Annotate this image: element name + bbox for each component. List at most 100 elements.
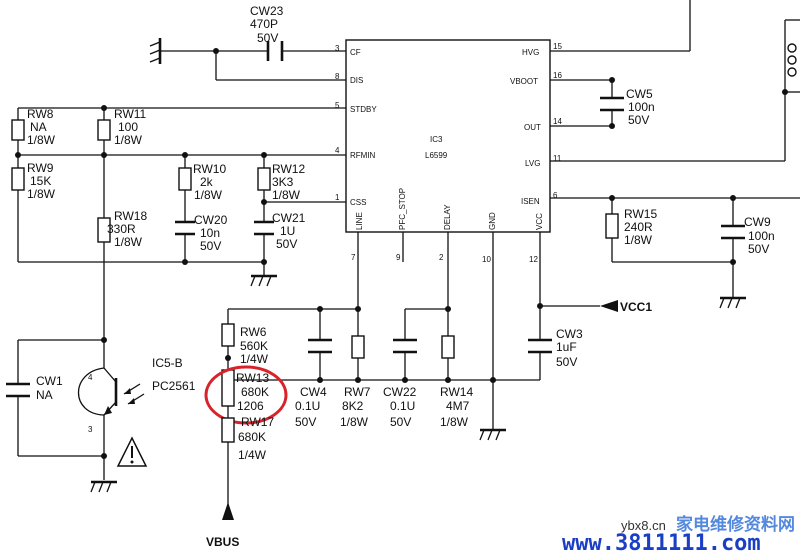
warning-icon: [116, 436, 148, 467]
cw23-rating: 50V: [257, 31, 278, 45]
resistor-rw13: RW13 680K 1206: [221, 369, 269, 413]
pin-cf-num: 3: [335, 44, 340, 53]
vbus-label: VBUS: [206, 535, 239, 549]
cw22-ref: CW22: [383, 385, 417, 399]
rw15-val: 240R: [624, 220, 653, 234]
rw9-val: 15K: [30, 174, 51, 188]
rw17-val: 680K: [238, 430, 266, 444]
cw21-val: 1U: [280, 224, 295, 238]
pin-dis-name: DIS: [350, 76, 363, 85]
rw10-rating: 1/8W: [194, 188, 223, 202]
rw18-rating: 1/8W: [114, 235, 143, 249]
capacitor-cw22: CW22 0.1U 50V: [383, 338, 417, 429]
pin-gnd-name: GND: [488, 212, 497, 230]
rw10-val: 2k: [200, 175, 214, 189]
ic5-ref: IC5-B: [152, 356, 183, 370]
pin-line-num: 7: [351, 253, 356, 262]
pin-stdby-num: 5: [335, 101, 340, 110]
junctions: [15, 48, 788, 459]
pin-rfmin-name: RFMIN: [350, 151, 376, 160]
cw4-ref: CW4: [300, 385, 327, 399]
resistor-rw9: RW9 15K 1/8W: [11, 161, 56, 201]
pin-out-num: 14: [553, 117, 562, 126]
resistor-rw8: RW8 NA 1/8W: [11, 107, 56, 147]
ic3-l6599: IC3 L6599 CF 3 DIS 8 STDBY 5 RFMIN 4 CSS…: [335, 39, 562, 264]
rw8-ref: RW8: [27, 107, 54, 121]
rw6-val: 560K: [240, 339, 268, 353]
cw22-rating: 50V: [390, 415, 411, 429]
resistor-rw12: RW12 3K3 1/8W: [257, 162, 305, 202]
rw11-ref: RW11: [114, 107, 147, 121]
pin-vboot-num: 16: [553, 71, 562, 80]
rw12-ref: RW12: [272, 162, 305, 176]
pin-line-name: LINE: [355, 212, 364, 230]
cw21-ref: CW21: [272, 211, 306, 225]
ground-symbol-cw21: [250, 274, 277, 287]
rw10-ref: RW10: [193, 162, 226, 176]
resistor-rw18: RW18 330R 1/8W: [97, 209, 147, 249]
ground-symbol-opto: [90, 480, 117, 493]
resistor-rw10: RW10 2k 1/8W: [178, 162, 226, 202]
pin-delay-name: DELAY: [443, 204, 452, 230]
resistor-rw14: RW14 4M7 1/8W: [440, 335, 473, 429]
cw23-ref: CW23: [250, 4, 284, 18]
optocoupler-ic5b: 4 3 IC5-B PC2561: [78, 356, 196, 434]
cw1-ref: CW1: [36, 374, 63, 388]
rw14-val: 4M7: [446, 399, 470, 413]
rw18-val: 330R: [107, 222, 136, 236]
cw5-val: 100n: [628, 100, 655, 114]
pin-delay-num: 2: [439, 253, 444, 262]
cw9-ref: CW9: [744, 215, 771, 229]
cw4-rating: 50V: [295, 415, 316, 429]
capacitor-cw20: CW20 10n 50V: [175, 213, 228, 253]
capacitor-cw4: CW4 0.1U 50V: [295, 338, 332, 429]
capacitor-cw3: CW3 1uF 50V: [528, 327, 583, 369]
resistor-rw11: RW11 100 1/8W: [97, 107, 147, 147]
ic3-designator: IC3: [430, 135, 443, 144]
pin-hvg-name: HVG: [522, 48, 539, 57]
rw17-ref: RW17: [241, 415, 274, 429]
cw23-val: 470P: [250, 17, 278, 31]
rw7-rating: 1/8W: [340, 415, 369, 429]
rw8-rating: 1/8W: [27, 133, 56, 147]
pin-isen-num: 6: [553, 191, 558, 200]
pin-pfcstop-name: PFC_STOP: [398, 188, 407, 230]
cw20-ref: CW20: [194, 213, 228, 227]
watermark-site1: ybx8.cn: [621, 518, 666, 533]
cw1-val: NA: [36, 388, 53, 402]
pin-out-name: OUT: [524, 123, 541, 132]
capacitor-cw23: CW23 470P 50V: [250, 4, 284, 61]
cw5-ref: CW5: [626, 87, 653, 101]
cw3-ref: CW3: [556, 327, 583, 341]
resistor-rw7: RW7 8K2 1/8W: [340, 335, 371, 429]
pin-dis-num: 8: [335, 72, 340, 81]
pin-vboot-name: VBOOT: [510, 77, 538, 86]
pin-css-name: CSS: [350, 198, 366, 207]
vcc1-arrow: VCC1: [600, 300, 652, 314]
pin-stdby-name: STDBY: [350, 105, 377, 114]
rw7-val: 8K2: [342, 399, 364, 413]
watermark-site2: www.3811111.com: [562, 531, 761, 552]
rw13-ref: RW13: [236, 371, 269, 385]
pin-lvg-name: LVG: [525, 159, 540, 168]
pin-isen-name: ISEN: [521, 197, 540, 206]
rw11-val: 100: [118, 120, 138, 134]
cw4-val: 0.1U: [295, 399, 320, 413]
cw3-val: 1uF: [556, 340, 577, 354]
rw7-ref: RW7: [344, 385, 371, 399]
rw14-rating: 1/8W: [440, 415, 469, 429]
rw14-ref: RW14: [440, 385, 473, 399]
rw9-rating: 1/8W: [27, 187, 56, 201]
rw18-ref: RW18: [114, 209, 147, 223]
pin-hvg-num: 15: [553, 42, 562, 51]
vcc1-label: VCC1: [620, 300, 652, 314]
cw20-val: 10n: [200, 226, 220, 240]
transformer-fragment: [787, 43, 797, 77]
rw12-val: 3K3: [272, 175, 294, 189]
watermark: ybx8.cn 家电维修资料网 www.3811111.com: [562, 514, 795, 552]
rw12-rating: 1/8W: [272, 188, 301, 202]
pin-lvg-num: 11: [553, 154, 562, 163]
rw6-rating: 1/4W: [240, 352, 269, 366]
pin-css-num: 1: [335, 193, 340, 202]
